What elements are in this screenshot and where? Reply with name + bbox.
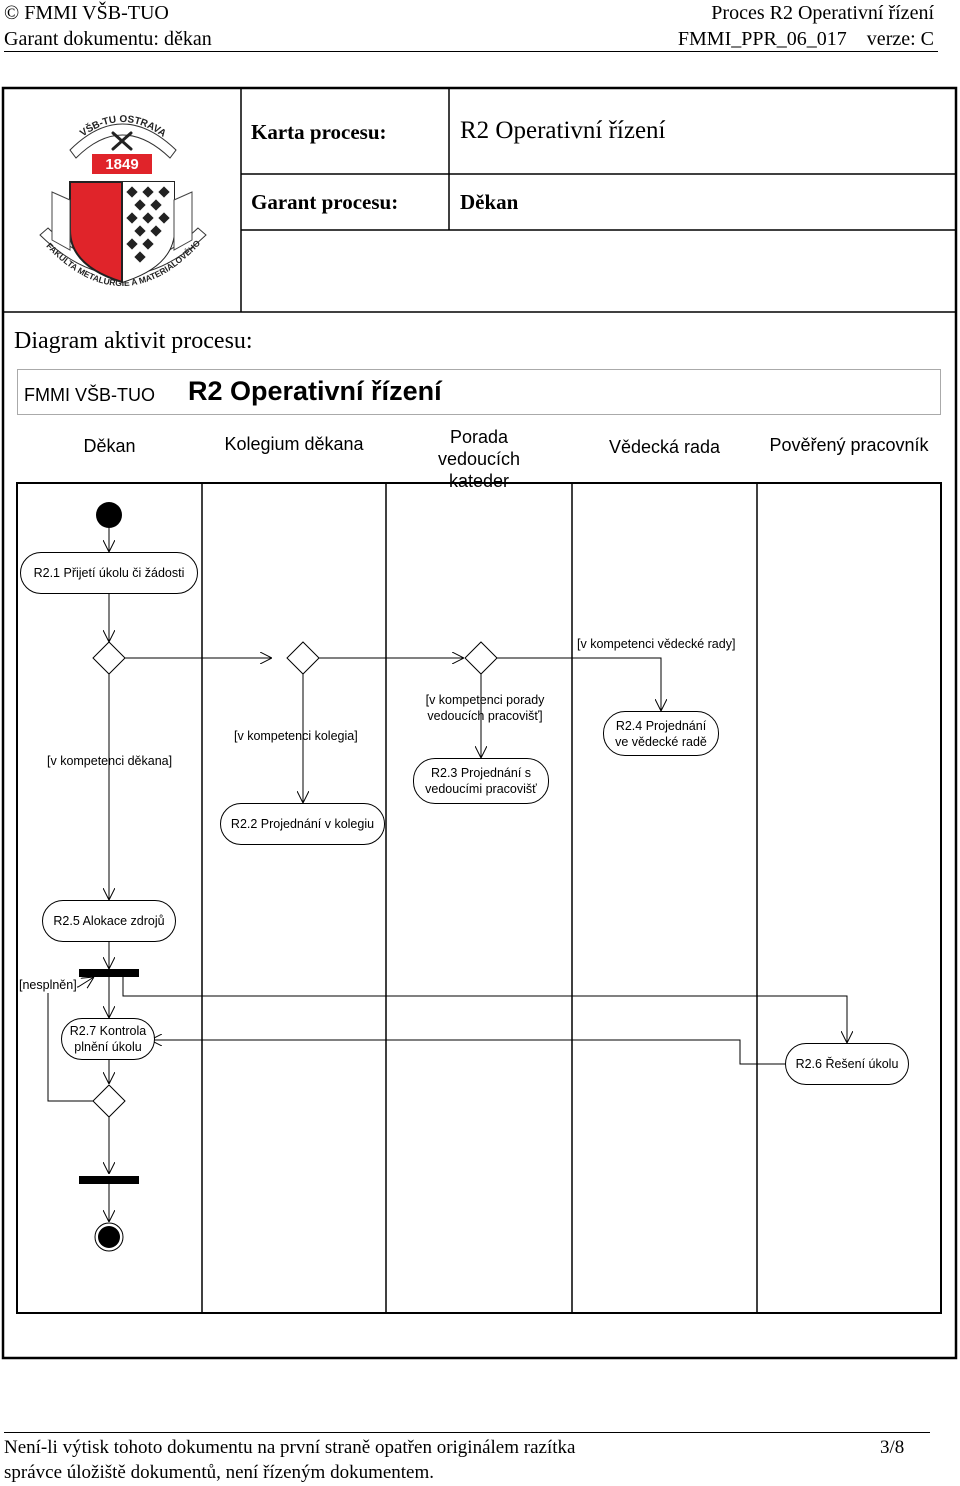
activity-r2-2: R2.2 Projednání v kolegiu <box>220 803 385 845</box>
lane-header-povereny: Pověřený pracovník <box>769 435 929 455</box>
decision-node-kontrola <box>92 1084 126 1118</box>
footer-rule <box>4 1432 930 1433</box>
decision-node-dekan <box>92 641 126 675</box>
activity-r2-1: R2.1 Přijetí úkolu či žádosti <box>20 552 198 594</box>
karta-procesu-label: Karta procesu: <box>251 120 387 144</box>
guard-kolegium: [v kompetenci kolegia] <box>234 729 358 743</box>
footer-line1: Není-li výtisk tohoto dokumentu na první… <box>4 1437 576 1458</box>
final-node <box>98 1226 120 1248</box>
footer-line2: správce úložiště dokumentů, není řízeným… <box>4 1462 435 1483</box>
decision-node-kolegium <box>286 641 320 675</box>
garant-procesu-label: Garant procesu: <box>251 190 399 214</box>
faculty-logo: FAKULTA METALURGIE A MATERIÁLOVÉHO INŽEN… <box>27 91 215 305</box>
diagram-title-bar: FMMI VŠB-TUO R2 Operativní řízení <box>17 369 941 415</box>
activity-r2-6: R2.6 Řešení úkolu <box>785 1043 909 1085</box>
karta-procesu-value: R2 Operativní řízení <box>460 117 666 144</box>
fork-bar <box>79 969 139 977</box>
activity-r2-7: R2.7 Kontrola plnění úkolu <box>61 1018 155 1060</box>
garant-procesu-value: Děkan <box>460 190 519 214</box>
decision-node-porada <box>464 641 498 675</box>
flow-fork-to-r26 <box>122 977 847 1043</box>
diagram-title: R2 Operativní řízení <box>188 376 442 406</box>
header-left-line2: Garant dokumentu: děkan <box>4 28 212 50</box>
activity-r2-4: R2.4 Projednání ve vědecké radě <box>603 711 719 756</box>
diagram-section-title: Diagram aktivit procesu: <box>14 328 253 354</box>
lane-header-porada: Porada vedoucích kateder <box>437 427 521 491</box>
header-right-line2: FMMI_PPR_06_017 verze: C <box>677 28 934 50</box>
swimlanes <box>16 482 942 1314</box>
guard-dekan: [v kompetenci děkana] <box>47 754 173 768</box>
lane-header-vedecka-rada: Vědecká rada <box>608 437 721 457</box>
header-left-line1: © FMMI VŠB-TUO <box>4 2 169 24</box>
diagram-org: FMMI VŠB-TUO <box>24 385 155 405</box>
logo-year: 1849 <box>105 156 138 173</box>
flow-to-r24 <box>497 657 661 711</box>
header-right-line1: Proces R2 Operativní řízení <box>711 2 934 24</box>
header-rule <box>4 51 938 52</box>
join-bar <box>79 1176 139 1184</box>
guard-porada: [v kompetenci porady vedoucích pracovišť… <box>425 693 545 723</box>
lane-header-kolegium: Kolegium děkana <box>224 434 364 454</box>
guard-vedecka-rada: [v kompetenci vědecké rady] <box>577 637 736 651</box>
lane-header-dekan: Děkan <box>83 436 136 456</box>
initial-node <box>96 502 122 528</box>
flow-r26-to-check <box>150 1040 785 1065</box>
activity-r2-3: R2.3 Projednání s vedoucími pracovišť <box>413 758 549 804</box>
activity-r2-5: R2.5 Alokace zdrojů <box>42 900 176 942</box>
guard-nesplneno: [nesplněn] <box>19 977 77 993</box>
footer-page-number: 3/8 <box>880 1437 905 1458</box>
